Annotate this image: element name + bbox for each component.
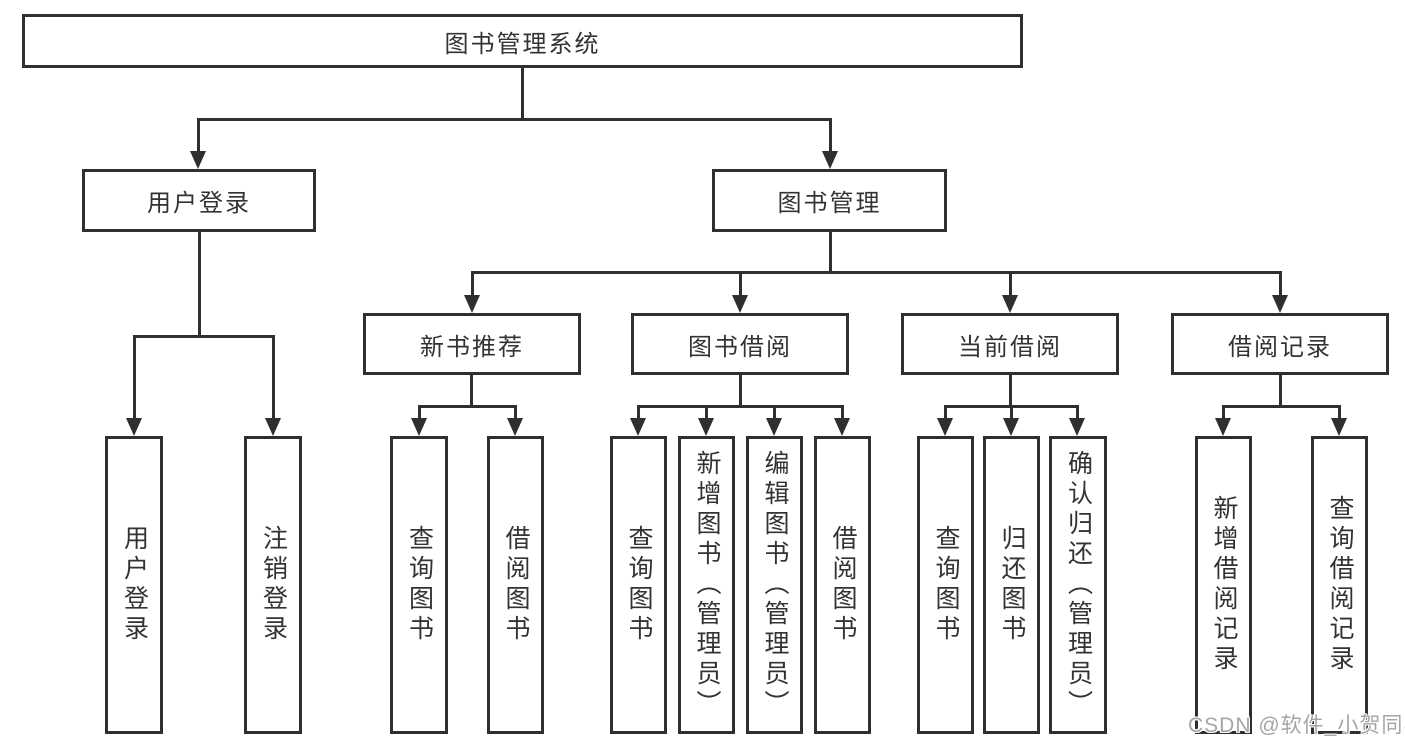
arrowhead-icon	[766, 418, 782, 436]
node-label: 图书管理	[777, 190, 882, 217]
node-label: 新增图书（管理员）	[693, 450, 721, 720]
node-new-book-recommend: 新书推荐	[363, 313, 581, 375]
arrowhead-icon	[1003, 418, 1019, 436]
node-label: 编辑图书（管理员）	[761, 450, 789, 720]
connector-vline	[521, 66, 524, 120]
node-label: 新增借阅记录	[1210, 495, 1238, 675]
node-label: 查询借阅记录	[1326, 495, 1354, 675]
connector-hline	[197, 118, 832, 121]
connector-vline	[1009, 373, 1012, 407]
arrowhead-icon	[732, 295, 748, 313]
arrowhead-icon	[834, 418, 850, 436]
node-logout-leaf: 注销登录	[244, 436, 302, 734]
node-label: 借阅记录	[1228, 333, 1332, 361]
node-query-books-borrow: 查询图书	[610, 436, 667, 734]
arrowhead-icon	[1069, 418, 1085, 436]
node-return-books: 归还图书	[983, 436, 1040, 734]
connector-vline	[418, 405, 421, 418]
node-label: 图书管理系统	[444, 30, 601, 58]
connector-vline	[1076, 405, 1079, 418]
connector-hline	[418, 405, 517, 408]
connector-vline	[841, 405, 844, 418]
node-library-management-system: 图书管理系统	[22, 14, 1023, 68]
connector-vline	[133, 335, 136, 418]
arrowhead-icon	[265, 418, 281, 436]
node-label: 借阅图书	[829, 525, 857, 645]
arrowhead-icon	[1215, 418, 1231, 436]
node-book-borrow: 图书借阅	[631, 313, 849, 375]
connector-hline	[637, 405, 843, 408]
node-confirm-return-admin: 确认归还（管理员）	[1049, 436, 1107, 734]
arrowhead-icon	[126, 418, 142, 436]
connector-vline	[1010, 405, 1013, 418]
arrowhead-icon	[698, 418, 714, 436]
node-query-books-current: 查询图书	[917, 436, 974, 734]
node-add-books-admin: 新增图书（管理员）	[678, 436, 735, 734]
arrowhead-icon	[507, 418, 523, 436]
connector-hline	[1222, 405, 1340, 408]
arrowhead-icon	[411, 418, 427, 436]
node-label: 图书借阅	[688, 333, 792, 361]
connector-vline	[514, 405, 517, 418]
node-label: 确认归还（管理员）	[1064, 450, 1093, 720]
connector-vline	[829, 230, 832, 274]
connector-vline	[471, 271, 474, 295]
connector-vline	[1279, 271, 1282, 295]
connector-vline	[829, 118, 832, 151]
arrowhead-icon	[1002, 295, 1018, 313]
node-label: 查询图书	[625, 525, 653, 645]
node-borrow-books-recommend: 借阅图书	[487, 436, 544, 734]
connector-hline	[471, 271, 1281, 274]
connector-vline	[1009, 271, 1012, 295]
node-label: 用户登录	[147, 190, 251, 217]
node-label: 归还图书	[998, 525, 1026, 645]
arrowhead-icon	[630, 418, 646, 436]
connector-vline	[739, 271, 742, 295]
node-label: 当前借阅	[958, 333, 1062, 361]
node-add-borrow-record: 新增借阅记录	[1195, 436, 1252, 734]
node-borrow-records: 借阅记录	[1171, 313, 1389, 375]
node-query-borrow-record: 查询借阅记录	[1311, 436, 1368, 734]
node-user-login: 用户登录	[82, 169, 316, 232]
connector-vline	[1279, 373, 1282, 407]
connector-vline	[637, 405, 640, 418]
node-label: 新书推荐	[420, 333, 524, 361]
connector-vline	[197, 118, 200, 151]
node-borrow-books-leaf: 借阅图书	[814, 436, 871, 734]
node-edit-books-admin: 编辑图书（管理员）	[746, 436, 803, 734]
arrowhead-icon	[937, 418, 953, 436]
node-book-management: 图书管理	[712, 169, 947, 232]
connector-vline	[1338, 405, 1341, 418]
arrowhead-icon	[1272, 295, 1288, 313]
connector-vline	[739, 373, 742, 407]
node-label: 查询图书	[932, 525, 960, 645]
connector-vline	[1222, 405, 1225, 418]
node-user-login-leaf: 用户登录	[105, 436, 163, 734]
arrowhead-icon	[822, 151, 838, 169]
arrowhead-icon	[1331, 418, 1347, 436]
node-label: 借阅图书	[502, 525, 530, 645]
connector-hline	[133, 335, 274, 338]
connector-vline	[944, 405, 947, 418]
node-current-borrow: 当前借阅	[901, 313, 1119, 375]
connector-vline	[773, 405, 776, 418]
node-label: 注销登录	[259, 525, 288, 645]
connector-vline	[272, 335, 275, 418]
connector-vline	[198, 230, 201, 337]
node-label: 用户登录	[120, 525, 149, 645]
connector-vline	[470, 373, 473, 407]
connector-vline	[705, 405, 708, 418]
arrowhead-icon	[464, 295, 480, 313]
node-query-books-recommend: 查询图书	[390, 436, 448, 734]
arrowhead-icon	[190, 151, 206, 169]
csdn-watermark: CSDN @软件_小贺同学	[1188, 714, 1405, 737]
node-label: 查询图书	[405, 525, 434, 645]
